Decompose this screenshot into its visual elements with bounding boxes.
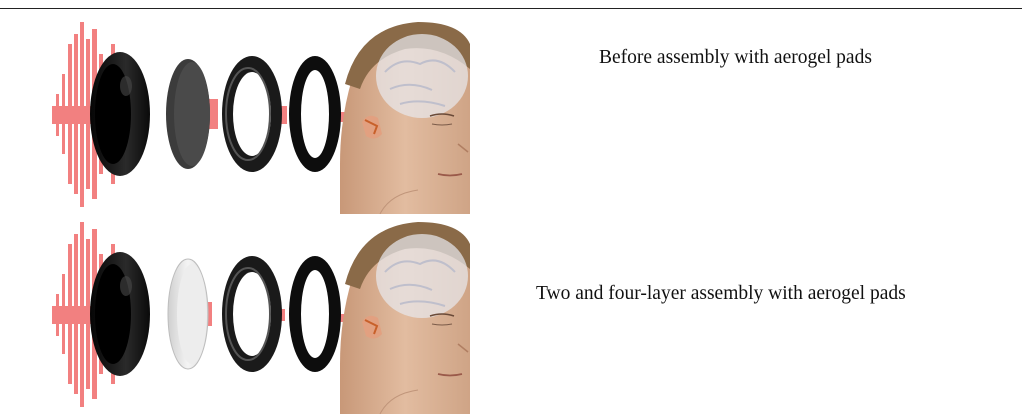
earpad-ring: [289, 256, 341, 372]
head-illustration: [340, 222, 470, 414]
caption-assembly: Two and four-layer assembly with aerogel…: [536, 283, 906, 305]
earcup: [90, 52, 150, 176]
cushion-ring: [222, 56, 282, 172]
aerogel-pad: [168, 259, 208, 369]
assembly-illustration: [40, 214, 470, 414]
cushion-ring: [222, 256, 282, 372]
illustration-svg: [40, 14, 470, 214]
top-rule: [0, 8, 1022, 9]
illustration-svg: [40, 214, 470, 414]
earpad-ring: [289, 56, 341, 172]
foam-pad: [166, 59, 210, 169]
before-assembly-illustration: [40, 14, 470, 214]
earcup: [90, 252, 150, 376]
caption-before-assembly: Before assembly with aerogel pads: [599, 47, 872, 69]
head-illustration: [340, 22, 470, 214]
